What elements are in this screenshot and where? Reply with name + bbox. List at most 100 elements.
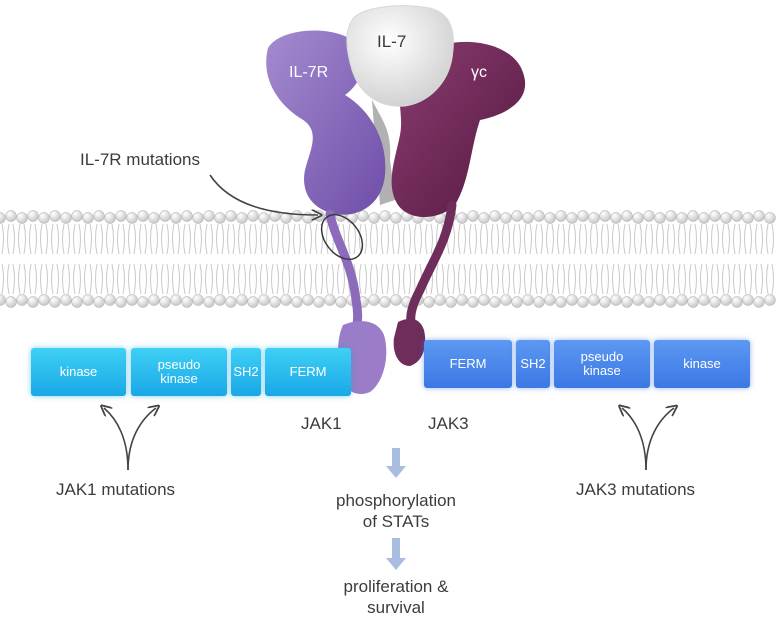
lipid-head xyxy=(115,296,127,308)
lipid-head xyxy=(632,212,644,224)
lipid-tail xyxy=(205,223,213,255)
lipid-tail xyxy=(381,223,389,255)
lipid-tail xyxy=(392,223,400,255)
lipid-head xyxy=(610,212,622,224)
lipid-head xyxy=(126,294,138,306)
lipid-tail xyxy=(601,223,609,255)
lipid-tail xyxy=(117,263,125,295)
lipid-tail xyxy=(227,223,235,255)
lipid-tail xyxy=(106,223,114,255)
lipid-tail xyxy=(260,263,268,295)
lipid-tail xyxy=(667,263,675,295)
lipid-head xyxy=(0,294,6,306)
lipid-tail xyxy=(557,263,565,295)
lipid-head xyxy=(720,294,732,306)
lipid-tail xyxy=(711,223,719,255)
lipid-head xyxy=(610,294,622,306)
jak1-pseudokinase-domain: pseudo kinase xyxy=(131,348,227,396)
lipid-head xyxy=(654,294,666,306)
lipid-tail xyxy=(29,263,37,295)
lipid-head xyxy=(467,296,479,308)
lipid-head xyxy=(511,296,523,308)
lipid-tail xyxy=(733,223,741,255)
lipid-head xyxy=(258,294,270,306)
lipid-tail xyxy=(601,263,609,295)
lipid-tail xyxy=(106,263,114,295)
lipid-tail xyxy=(381,263,389,295)
lipid-tail xyxy=(40,263,48,295)
lipid-head xyxy=(665,210,677,222)
lipid-head xyxy=(203,296,215,308)
lipid-head xyxy=(764,212,776,224)
lipid-head xyxy=(214,212,226,224)
il7r-mutations-label: IL-7R mutations xyxy=(80,150,200,169)
lipid-head xyxy=(522,212,534,224)
lipid-head xyxy=(698,212,710,224)
lipid-tail xyxy=(172,223,180,255)
lipid-tail xyxy=(645,263,653,295)
lipid-tail xyxy=(436,263,444,295)
lipid-tail xyxy=(238,263,246,295)
lipid-head xyxy=(82,212,94,224)
lipid-tail xyxy=(326,263,334,295)
lipid-head xyxy=(335,296,347,308)
lipid-tail xyxy=(51,223,59,255)
lipid-tail xyxy=(590,223,598,255)
lipid-tail xyxy=(172,263,180,295)
lipid-tail xyxy=(95,223,103,255)
lipid-head xyxy=(709,296,721,308)
lipid-tail xyxy=(722,223,730,255)
lipid-tail xyxy=(183,263,191,295)
lipid-head xyxy=(742,294,754,306)
jak3-mutations-label: JAK3 mutations xyxy=(576,480,696,499)
lipid-tail xyxy=(491,263,499,295)
lipid-tail xyxy=(139,223,147,255)
lipid-head xyxy=(324,294,336,306)
lipid-head xyxy=(225,210,237,222)
lipid-tail xyxy=(304,223,312,255)
lipid-tail xyxy=(150,223,158,255)
lipid-head xyxy=(0,212,6,224)
lipid-head xyxy=(588,212,600,224)
lipid-tail xyxy=(535,223,543,255)
proliferation-label: proliferation & survival xyxy=(343,577,449,617)
lipid-head xyxy=(159,296,171,308)
lipid-tail xyxy=(513,263,521,295)
lipid-head xyxy=(478,212,490,224)
lipid-head xyxy=(621,296,633,308)
jak1-mutation-arrow-left xyxy=(104,408,129,471)
lipid-tail xyxy=(161,223,169,255)
lipid-tail xyxy=(755,263,763,295)
lipid-tail xyxy=(249,263,257,295)
il7r-mutation-circle xyxy=(320,213,364,261)
lipid-head xyxy=(49,210,61,222)
lipid-head xyxy=(489,210,501,222)
lipid-tail xyxy=(590,263,598,295)
lipid-tail xyxy=(678,223,686,255)
lipid-head xyxy=(434,294,446,306)
lipid-tail xyxy=(1,223,4,255)
lipid-head xyxy=(577,210,589,222)
lipid-head xyxy=(500,212,512,224)
lipid-head xyxy=(555,210,567,222)
lipid-head xyxy=(566,212,578,224)
lipid-tail xyxy=(612,223,620,255)
lipid-head xyxy=(676,212,688,224)
lipid-head xyxy=(456,212,468,224)
lipid-head xyxy=(533,296,545,308)
lipid-head xyxy=(313,296,325,308)
lipid-tail xyxy=(260,223,268,255)
lipid-head xyxy=(742,212,754,224)
lipid-tail xyxy=(491,223,499,255)
lipid-head xyxy=(709,210,721,222)
lipid-head xyxy=(181,296,193,308)
lipid-tail xyxy=(425,223,433,255)
lipid-tail xyxy=(722,263,730,295)
lipid-head xyxy=(181,210,193,222)
cell-membrane xyxy=(0,210,776,308)
lipid-tail xyxy=(766,263,774,295)
lipid-head xyxy=(236,294,248,306)
lipid-tail xyxy=(480,223,488,255)
phosphorylation-label: phosphorylation of STATs xyxy=(335,491,457,531)
jak1-name: JAK1 xyxy=(301,414,342,433)
